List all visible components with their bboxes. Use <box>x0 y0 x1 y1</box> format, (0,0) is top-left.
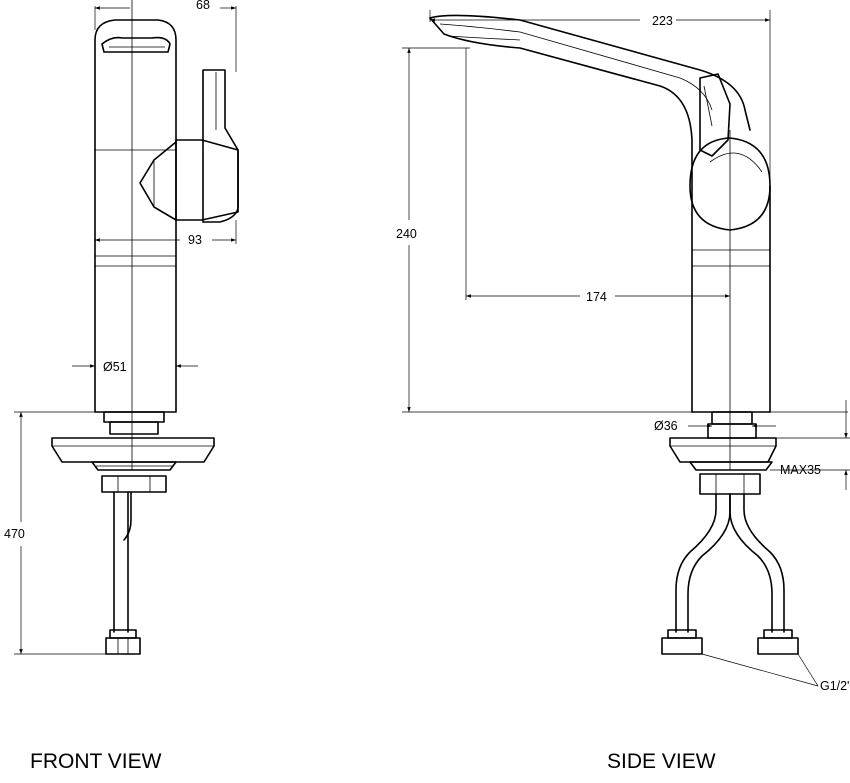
side-view-title: SIDE VIEW <box>607 750 716 773</box>
dim-shank-diameter: Ø36 <box>654 419 678 433</box>
dim-spout-height: 240 <box>396 227 417 241</box>
front-view-title: FRONT VIEW <box>30 750 162 773</box>
dim-total-height: 470 <box>4 527 25 541</box>
side-view-drawing: 223 240 174 Ø36 MAX35 G1/2" <box>396 10 850 693</box>
dim-spout-length: 223 <box>652 14 673 28</box>
front-view-drawing: 68 93 Ø51 470 <box>4 0 239 655</box>
dim-body-diameter: Ø51 <box>103 360 127 374</box>
dim-max-deck: MAX35 <box>780 463 821 477</box>
dim-top-width: 68 <box>196 0 210 12</box>
dim-thread: G1/2" <box>820 679 850 693</box>
dim-spout-reach: 174 <box>586 290 607 304</box>
dim-handle-reach: 93 <box>188 233 202 247</box>
